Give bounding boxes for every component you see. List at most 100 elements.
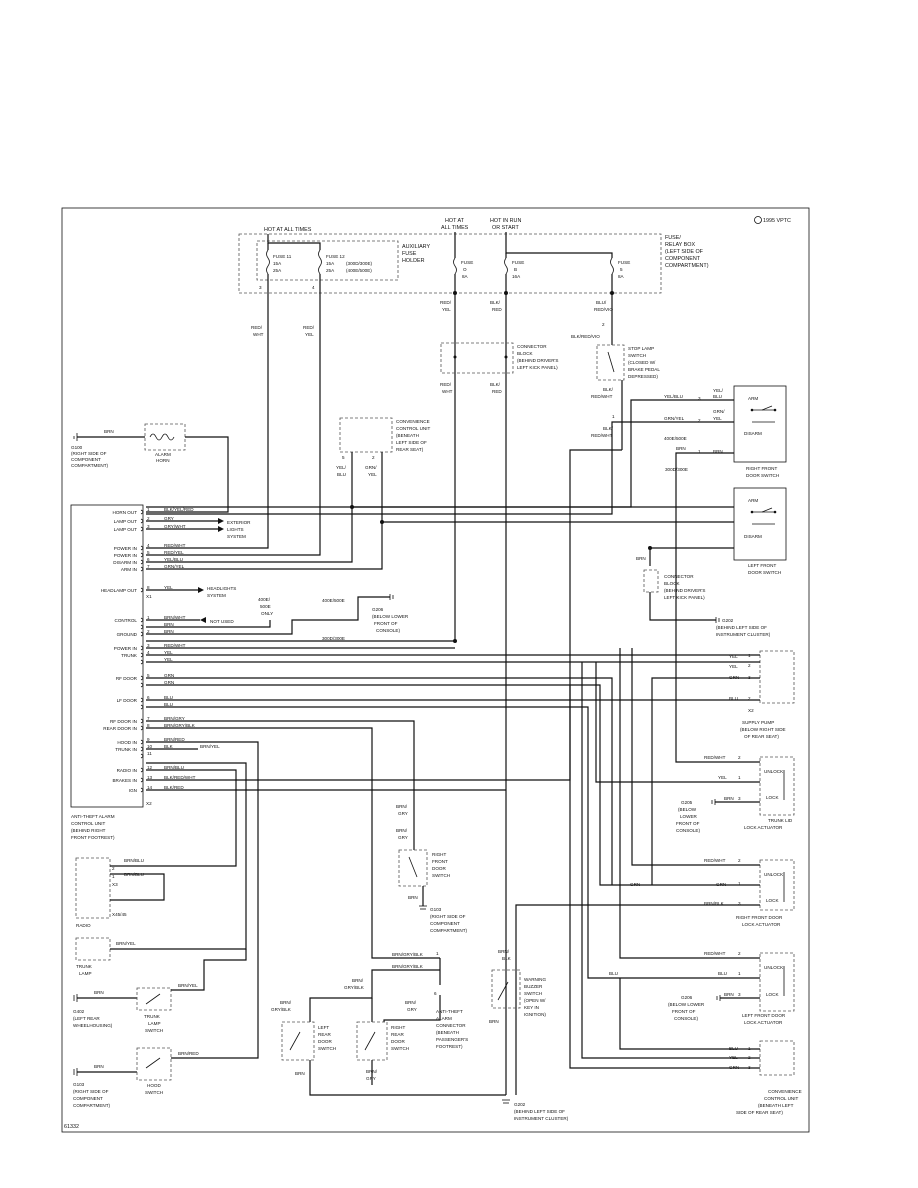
rfa-red-wht: RED/WHT [704,858,726,863]
left-front-door-switch [733,487,787,561]
wire-lfa-blu [146,706,760,979]
conv-b-pin-1: 1 [748,1046,751,1051]
radio-label: RADIO [76,923,91,928]
g202-mid-2: INSTRUMENT CLUSTER) [716,632,771,637]
wire-brakes-in [146,449,622,781]
warning-buzzer-switch [491,969,521,1009]
conv-top-0: CONVENIENCE [396,419,430,424]
g206-top-3: CONSOLE) [376,628,400,633]
stop-lamp-label-3: BRAKE PEDAL [628,367,660,372]
cu-pin-number: 11 [147,751,152,756]
lfa-pin-1: 1 [738,971,741,976]
rfa-lock: LOCK [766,898,779,903]
rd-bgb3-0: BRN/ [352,978,364,983]
stop-lamp-switch-contact [607,351,615,373]
rrds-1: REAR [391,1032,404,1037]
cu-pin-terminal [140,725,144,731]
conv-b-yel: YEL [729,1055,738,1060]
conn-mid-1: BLOCK [664,581,681,586]
cu-pin-name: DISARM IN [113,560,137,565]
cu-pin-wire: BRN/WHT [164,615,186,620]
wire-conv-b-blu [619,978,760,1050]
cu-pin-wire: YEL [164,657,173,662]
cu-pin-wire: BRN/RED [164,737,185,742]
control-unit-label-3: FRONT FOOTREST) [71,835,115,840]
g402-1: (LEFT REAR [73,1016,100,1021]
conv-b-grn: GRN [729,1065,739,1070]
connector-block-top-3: LEFT KICK PANEL) [517,365,558,370]
wb-w0: BRN/ [498,949,510,954]
rd-bgb4-0: BRN/ [280,1000,292,1005]
conv-top-2: (BENEATH [396,433,419,438]
convenience-unit-bottom [759,1040,795,1076]
g205-4: CONSOLE) [676,828,700,833]
trunk-in-extra: BRN/YEL [200,744,220,749]
cu-pin-number: 8 [147,723,150,728]
rf-grn-yel-2: GRN/YEL [664,416,685,421]
cu-pin-number: 2 [147,629,150,634]
g103b-2: COMPONENT [73,1096,103,1101]
wire-brn-400 [146,620,271,628]
cu-pin-wire: GRN/YEL [164,564,185,569]
tls-label-0: TRUNK [144,1014,161,1019]
lf-sw-disarm: DISARM [744,534,762,539]
atc-0: ANTI-THEFT [436,1009,463,1014]
bus-all-times-left [267,234,321,250]
radio-pin-1: 1 [112,874,115,879]
sp-yel-1: YEL [729,654,738,659]
g205-2: LOWER [680,814,698,819]
tl-pin-3: 3 [738,796,741,801]
rfa-grn: GRN [716,882,726,887]
tl-label-1: LOCK ACTUATOR [744,825,783,830]
g202b-2: INSTRUMENT CLUSTER) [514,1116,569,1121]
g206-top-2: FRONT OF [374,621,398,626]
g205-1: (BELOW [678,807,697,812]
wire-blk-red-wht-1: RED/WHT [591,394,613,399]
wire-rfa-grn-path [146,684,760,886]
fuse-relay-box-label-0: FUSE/ [665,235,681,241]
model-400c: 400E/500E [664,436,687,441]
fuse-o-label-0: FUSE [461,260,473,265]
g103b-3: COMPARTMENT) [73,1103,111,1108]
conv-top-1: CONTROL UNIT [396,426,430,431]
sp-pin-3: 3 [748,675,751,680]
aux-fuse-label-0: AUXILIARY [402,244,430,250]
wire-g206-top [357,596,390,604]
cu-pin-name: BRAKES IN [112,778,137,783]
cu-pin-name: TRUNK [121,653,138,658]
model-400-0: 400E/ [258,597,271,602]
wire-red-yel-mid-1: YEL [442,307,451,312]
g103-3: COMPARTMENT) [430,928,468,933]
rf-sw-label-1: DOOR SWITCH [746,473,779,478]
cu-pin-number: 7 [147,564,150,569]
rrds-3: SWITCH [391,1046,409,1051]
wire-lf-brn [649,547,734,566]
rd-bg-0: BRN/ [405,1000,417,1005]
wire-red-wht-mid-0: RED/ [440,382,452,387]
g206b-3: CONSOLE) [674,1016,698,1021]
cu-pin-name: HORN OUT [113,510,138,515]
lfa-pin-3: 3 [738,992,741,997]
fuse-relay-box-label-2: (LEFT SIDE OF [665,249,704,255]
cu-pin-terminal [140,739,144,745]
wire-red-wht-fuse11 [146,285,269,549]
wire-lfa-red-wht [619,648,760,959]
arrow-icon-ext-2 [218,526,224,532]
lfa-label-0: LEFT FRONT DOOR [742,1013,786,1018]
hs-w0: BRN [94,1064,104,1069]
cu-pin-name: POWER IN [114,553,137,558]
exterior-lights-1: LIGHTS [227,527,244,532]
g202-mid-0: G202 [722,618,734,623]
cu-pin-wire: BLK [164,744,174,749]
atc-5: FOOTREST) [436,1044,463,1049]
radio-x45: X45/45 [112,912,127,917]
connector-block-mid [643,569,659,593]
wire-rear-door-in [146,727,440,959]
wire-radio-loop [110,873,165,901]
rd-bgb3-1: GRY/BLK [344,985,365,990]
rfds-w2: BRN/ [396,828,408,833]
hot-at-all-times-mid-2: ALL TIMES [441,225,469,231]
conv-top-4: REAR SEAT) [396,447,424,452]
wire-blk-red-wht2-1: RED/WHT [591,433,613,438]
cu-pin-name: ARM IN [121,567,137,572]
